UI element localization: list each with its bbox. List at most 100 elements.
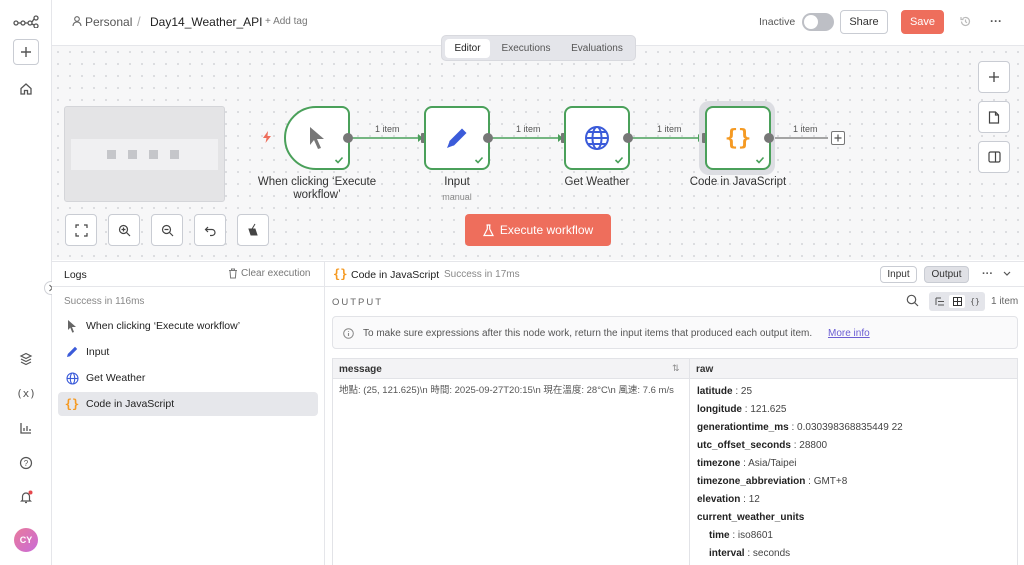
pencil-icon: [447, 128, 467, 148]
column-header[interactable]: raw: [690, 359, 1017, 379]
open-nodes-panel-button[interactable]: [978, 61, 1010, 93]
home-icon[interactable]: [13, 76, 39, 102]
node-label: Get Weather: [564, 176, 630, 188]
variables-icon[interactable]: (x): [16, 386, 36, 400]
edge-label: 1 item: [516, 124, 541, 134]
clear-execution-label: Clear execution: [241, 268, 311, 279]
output-status: Success in 17ms: [444, 269, 520, 280]
column-header[interactable]: message ⇅: [333, 359, 690, 379]
input-handle[interactable]: [561, 133, 566, 143]
n8n-logo-icon[interactable]: [13, 8, 39, 34]
output-handle[interactable]: [483, 133, 493, 143]
cursor-icon: [64, 318, 80, 334]
more-info-link[interactable]: More info: [828, 328, 870, 339]
input-toggle-button[interactable]: Input: [880, 266, 917, 283]
bell-icon[interactable]: [13, 484, 39, 510]
trash-icon: [229, 268, 237, 279]
add-icon[interactable]: [13, 39, 39, 65]
code-braces-icon: {}: [64, 397, 80, 411]
undo-button[interactable]: [194, 214, 226, 246]
logs-panel: Logs Clear execution Success in 116ms Wh…: [52, 261, 325, 565]
help-icon[interactable]: ?: [13, 450, 39, 476]
tidy-up-button[interactable]: [237, 214, 269, 246]
raw-entry: time : iso8601: [709, 530, 773, 541]
node-manual-trigger[interactable]: [284, 106, 350, 170]
table-view-icon[interactable]: [949, 295, 965, 308]
user-icon: [72, 15, 82, 27]
share-button[interactable]: Share: [840, 10, 888, 34]
chevron-down-icon[interactable]: [1003, 271, 1011, 277]
log-item[interactable]: Get Weather: [58, 366, 318, 390]
tab-executions[interactable]: Executions: [501, 43, 551, 54]
notice-text: To make sure expressions after this node…: [363, 328, 813, 339]
node-get-weather[interactable]: [564, 106, 630, 170]
globe-icon: [585, 126, 609, 150]
active-toggle[interactable]: [802, 13, 834, 31]
execute-workflow-button[interactable]: Execute workflow: [465, 214, 611, 246]
raw-entry: generationtime_ms : 0.030398368835449 22: [697, 422, 903, 433]
logs-title: Logs: [64, 269, 87, 281]
cursor-icon: [310, 127, 324, 149]
toggle-panel-button[interactable]: [978, 141, 1010, 173]
json-view-icon[interactable]: {}: [970, 297, 980, 306]
tab-evaluations[interactable]: Evaluations: [571, 43, 623, 54]
info-icon: [343, 328, 354, 339]
view-tabs: Editor Executions Evaluations: [441, 35, 636, 61]
log-item-label: When clicking ‘Execute workflow’: [86, 320, 241, 332]
log-item-selected[interactable]: {} Code in JavaScript: [58, 392, 318, 416]
more-menu-icon[interactable]: ···: [990, 14, 1002, 28]
schema-view-icon[interactable]: [932, 295, 948, 308]
broom-icon: [248, 223, 258, 236]
status-label: Inactive: [759, 16, 796, 28]
raw-entry: longitude : 121.625: [697, 404, 787, 415]
zoom-in-icon: [118, 224, 130, 236]
fit-view-button[interactable]: [65, 214, 97, 246]
breadcrumb-separator: /: [137, 14, 141, 29]
logs-status: Success in 116ms: [64, 296, 145, 307]
edge-label: 1 item: [793, 124, 818, 134]
zoom-out-button[interactable]: [151, 214, 183, 246]
trigger-bolt-icon: [261, 130, 273, 144]
search-icon[interactable]: [906, 294, 919, 307]
raw-entry: latitude : 25: [697, 386, 753, 397]
left-rail: (x) ? CY: [0, 0, 52, 565]
node-code-javascript[interactable]: {}: [705, 106, 771, 170]
table-cell-raw[interactable]: latitude : 25 longitude : 121.625 genera…: [690, 379, 1017, 565]
insights-icon[interactable]: [13, 415, 39, 441]
log-item-label: Get Weather: [86, 372, 146, 384]
clear-execution-button[interactable]: Clear execution: [228, 268, 310, 279]
input-handle[interactable]: [702, 133, 707, 143]
add-tag-link[interactable]: + Add tag: [265, 16, 308, 27]
panel-more-icon[interactable]: ···: [982, 268, 993, 280]
output-section-label: OUTPUT: [332, 297, 384, 308]
table-cell-message[interactable]: 地點: (25, 121.625)\n 時間: 2025-09-27T20:15…: [333, 379, 690, 565]
output-handle[interactable]: [343, 133, 353, 143]
column-sort-icon[interactable]: ⇅: [672, 363, 680, 373]
zoom-in-button[interactable]: [108, 214, 140, 246]
node-label: Code in JavaScript: [689, 176, 787, 188]
sticky-note-icon: [988, 110, 1000, 124]
log-item-label: Code in JavaScript: [86, 398, 175, 410]
breadcrumb-project[interactable]: Personal: [85, 15, 133, 29]
log-item[interactable]: Input: [58, 340, 318, 364]
avatar[interactable]: CY: [14, 528, 38, 552]
display-mode-switch: {}: [929, 292, 985, 311]
input-handle[interactable]: [421, 133, 426, 143]
workflow-name[interactable]: Day14_Weather_API: [150, 15, 263, 29]
workflow-canvas[interactable]: Editor Executions Evaluations 1 item 1 i…: [52, 35, 1024, 260]
log-item[interactable]: When clicking ‘Execute workflow’: [58, 314, 318, 338]
save-button[interactable]: Save: [901, 10, 944, 34]
output-node-title: Code in JavaScript: [351, 269, 440, 281]
output-handle[interactable]: [764, 133, 774, 143]
templates-icon[interactable]: [13, 346, 39, 372]
history-icon[interactable]: [959, 15, 972, 28]
raw-entry: timezone : Asia/Taipei: [697, 458, 797, 469]
add-sticky-button[interactable]: [978, 101, 1010, 133]
tab-editor[interactable]: Editor: [445, 39, 490, 58]
add-node-plus-icon[interactable]: [831, 131, 845, 145]
output-handle[interactable]: [623, 133, 633, 143]
raw-entry: utc_offset_seconds : 28800: [697, 440, 828, 451]
node-input[interactable]: [424, 106, 490, 170]
minimap[interactable]: [64, 106, 225, 202]
output-toggle-button[interactable]: Output: [924, 266, 969, 283]
